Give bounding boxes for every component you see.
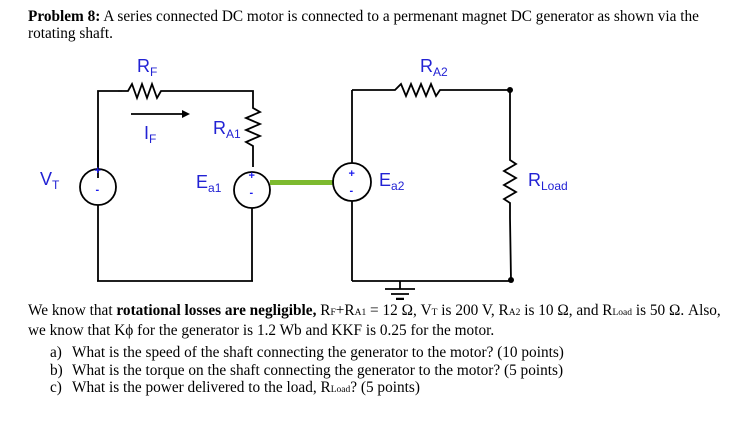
subscript: F — [330, 308, 336, 318]
given-text: +R — [335, 302, 355, 319]
label-ea2: Ea2 — [379, 170, 405, 193]
resistor-rload — [502, 90, 518, 281]
vt-plus-sign: + — [95, 165, 101, 177]
subscript: A1 — [354, 308, 367, 318]
question-text: What is the speed of the shaft connectin… — [72, 344, 564, 361]
question-item: a) What is the speed of the shaft connect… — [50, 344, 564, 362]
question-item: b) What is the torque on the shaft connec… — [50, 362, 564, 380]
resistor-ra2 — [352, 81, 510, 99]
label-ea1: Ea1 — [196, 172, 222, 195]
node-bottom-right — [508, 277, 514, 283]
given-text: is 10 Ω, and R — [520, 302, 613, 319]
given-text: We know that — [28, 302, 117, 319]
wire-motor-top-right — [178, 90, 254, 104]
given-bold-text: rotational losses are negligible, — [116, 302, 317, 319]
label-rf: RF — [137, 56, 157, 79]
question-text: What is the torque on the shaft connecti… — [72, 361, 564, 379]
vt-minus-sign: - — [96, 184, 100, 196]
wire-motor-top-left — [97, 90, 118, 178]
given-text: = 12 Ω, V — [366, 302, 432, 319]
label-ra1: RA1 — [213, 118, 241, 141]
label-if: IF — [144, 123, 156, 146]
label-vt: VT — [40, 169, 60, 192]
resistor-ra1 — [243, 104, 263, 167]
subscript: Load — [330, 385, 351, 395]
ground-icon — [385, 281, 415, 300]
rotating-shaft — [270, 180, 334, 185]
label-rload: RLoad — [528, 170, 568, 193]
question-label: c) — [50, 379, 62, 396]
ea2-plus-sign: + — [349, 168, 355, 180]
problem-intro-text: A series connected DC motor is connected… — [28, 8, 699, 42]
question-label: b) — [50, 361, 63, 379]
resistor-rf — [122, 81, 178, 101]
subscript: A2 — [508, 308, 521, 318]
circuit-diagram: + - + - + - RF IF RA1 VT Ea1 Ea2 RA2 RLo… — [40, 56, 568, 300]
ea1-minus-sign: - — [250, 187, 254, 199]
current-arrow-if — [131, 110, 190, 118]
given-text: is 50 Ω. Also, we know that Kϕ for the g… — [28, 302, 721, 339]
given-values-paragraph: We know that rotational losses are negli… — [28, 302, 728, 339]
ea2-minus-sign: - — [350, 185, 354, 197]
problem-title: Problem 8: — [28, 8, 101, 25]
given-text: is 200 V, R — [437, 302, 509, 319]
subscript: Load — [612, 308, 633, 318]
question-text: What is the power delivered to the load,… — [72, 379, 331, 396]
subscript: T — [431, 308, 438, 318]
problem-intro: Problem 8: A series connected DC motor i… — [28, 8, 728, 42]
question-list: a) What is the speed of the shaft connect… — [50, 344, 564, 400]
question-item: c) What is the power delivered to the loa… — [50, 379, 564, 400]
ea1-plus-sign: + — [249, 170, 255, 182]
question-label: a) — [50, 344, 62, 361]
label-ra2: RA2 — [420, 56, 448, 79]
given-text: R — [316, 302, 331, 319]
question-text: ? (5 points) — [350, 379, 420, 396]
